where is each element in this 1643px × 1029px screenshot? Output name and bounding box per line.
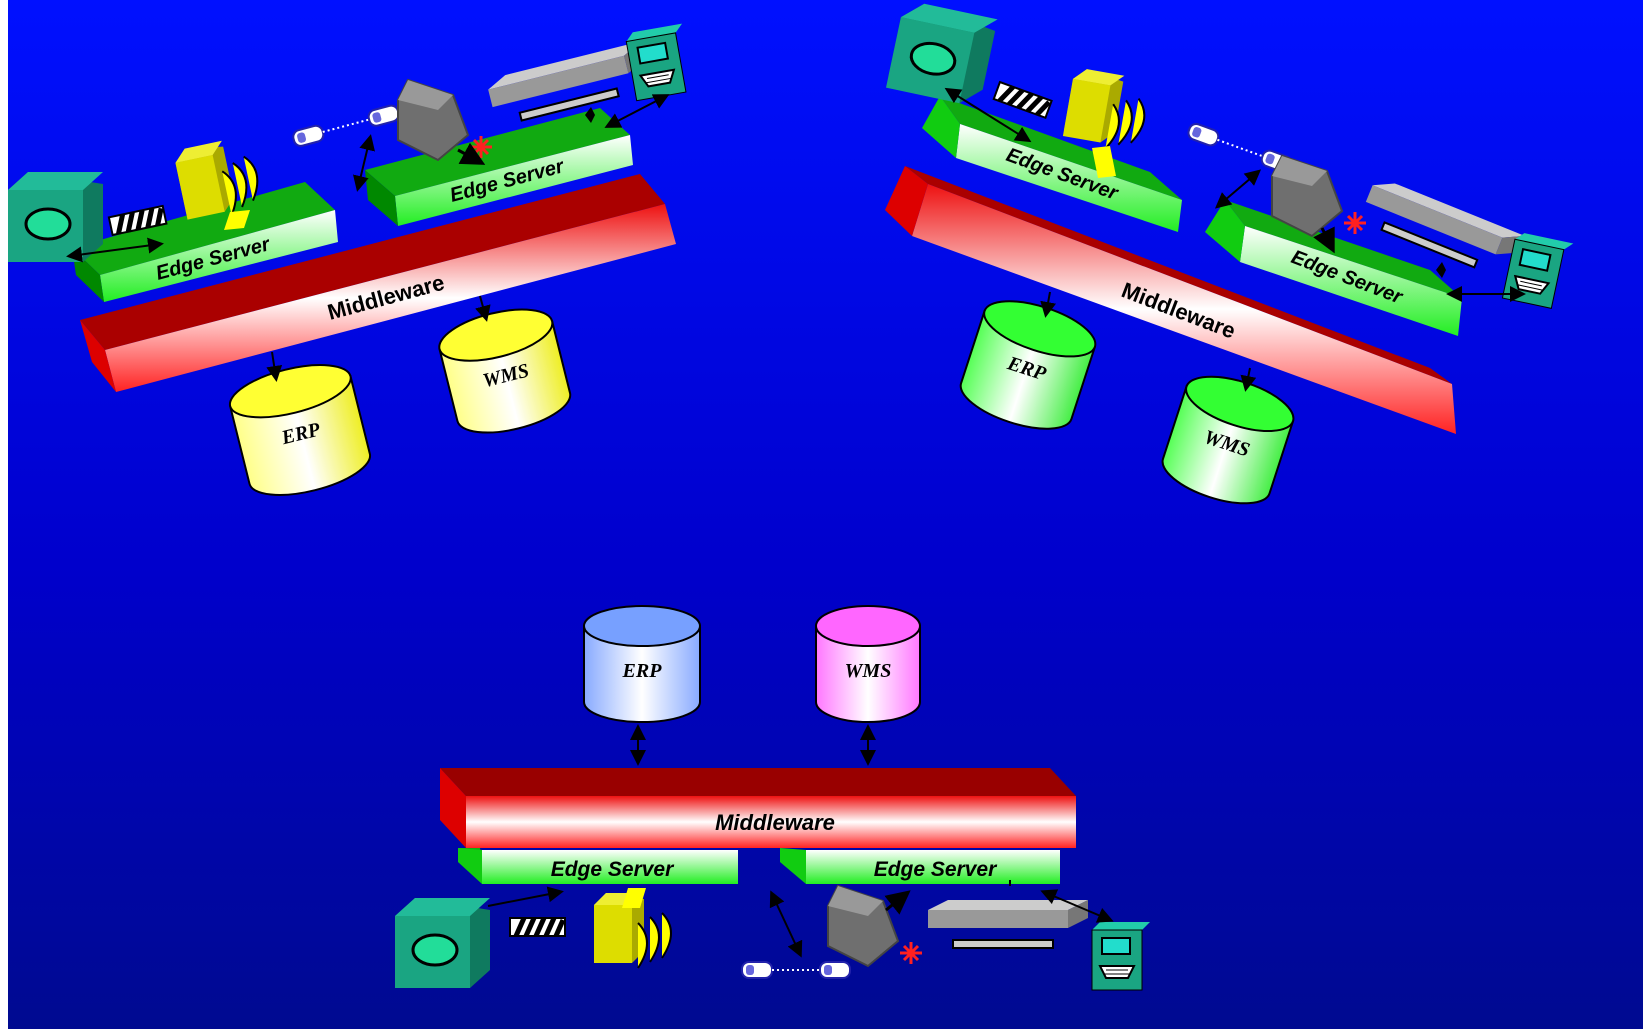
- bottom-db-wms: WMS: [815, 605, 921, 723]
- top-right-architecture: ERP WMS Middleware Edge Server E: [884, 0, 1575, 505]
- bottom-edge-server-2: Edge Server: [780, 848, 1060, 884]
- middleware-label: Middleware: [715, 810, 835, 835]
- rfid-reader-icon: [6, 170, 105, 264]
- bottom-middleware: Middleware: [440, 768, 1076, 848]
- top-left-middleware: Middleware: [80, 174, 676, 392]
- top-left-architecture: ERP WMS Middleware Edge Server: [6, 22, 695, 496]
- terminal-icon: [1091, 921, 1151, 991]
- top-right-db-erp: ERP: [959, 300, 1097, 430]
- db-label: ERP: [622, 660, 663, 682]
- bottom-db-erp: ERP: [583, 605, 701, 723]
- top-left-db-wms: WMS: [438, 308, 572, 434]
- bottom-edge-server-1: Edge Server: [458, 848, 738, 884]
- rfid-reader-icon: [393, 896, 492, 990]
- top-right-db-wms: WMS: [1161, 375, 1295, 505]
- bottom-architecture: ERP WMS Middleware Edge Server Edge Serv…: [393, 605, 1151, 991]
- barcode-label-icon: [510, 918, 565, 936]
- edge-server-label: Edge Server: [874, 858, 998, 881]
- db-label: WMS: [845, 660, 892, 682]
- edge-server-label: Edge Server: [551, 858, 675, 881]
- top-right-middleware: Middleware: [885, 166, 1456, 434]
- top-left-db-erp: ERP: [228, 364, 372, 496]
